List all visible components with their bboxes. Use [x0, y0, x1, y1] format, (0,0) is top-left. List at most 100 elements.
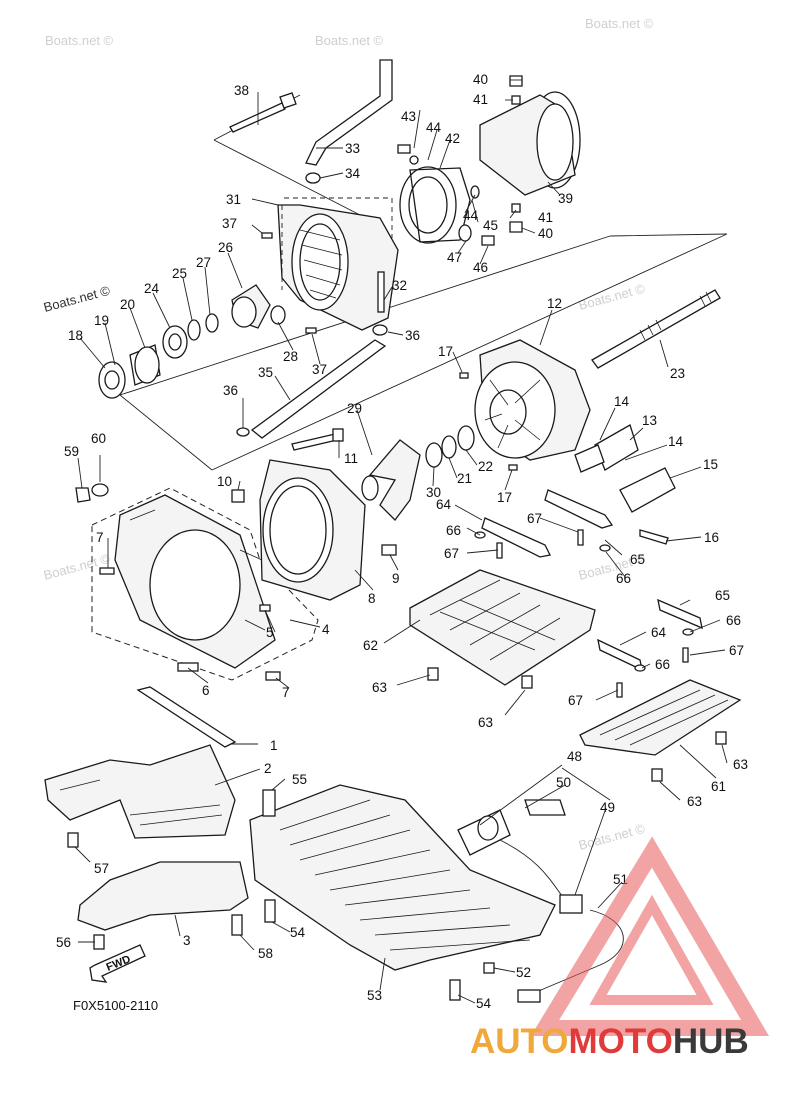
- part-label: 21: [457, 471, 472, 486]
- part-label: 34: [345, 166, 361, 181]
- part-label: 40: [538, 226, 553, 241]
- part-label: 36: [405, 328, 420, 343]
- part-label: 50: [556, 775, 571, 790]
- part-label: 32: [392, 278, 407, 293]
- part-label: 36: [223, 383, 238, 398]
- part-label: 15: [703, 457, 718, 472]
- part-label: 4: [322, 622, 330, 637]
- part-label: 46: [473, 260, 488, 275]
- part-label: 41: [538, 210, 553, 225]
- part-label: 33: [345, 141, 360, 156]
- part-label: 45: [483, 218, 498, 233]
- part-label: 35: [258, 365, 273, 380]
- part-labels: 1 2 3 4 5 6 7 7 8 9 10 11 12 13 14 14 15…: [56, 72, 748, 1011]
- warning-triangle-inner-icon: [589, 894, 714, 1005]
- part-label: 63: [372, 680, 387, 695]
- part-label: 26: [218, 240, 233, 255]
- direction-marker: FWD: [105, 953, 133, 974]
- part-label: 67: [729, 643, 744, 658]
- part-label: 54: [290, 925, 306, 940]
- part-label: 63: [687, 794, 702, 809]
- brand-name: AUTOMOTOHUB: [470, 1022, 749, 1061]
- impeller-housing-group: [291, 289, 721, 559]
- part-label: 43: [401, 109, 416, 124]
- intake-duct-group: [75, 459, 397, 681]
- watermark: Boats.net ©: [577, 281, 647, 313]
- part-label: 30: [426, 485, 441, 500]
- part-label: 65: [715, 588, 730, 603]
- part-label: 29: [347, 401, 362, 416]
- part-label: 37: [312, 362, 327, 377]
- brand-part-moto: MOTO: [569, 1022, 673, 1061]
- part-label: 53: [367, 988, 382, 1003]
- part-label: 13: [642, 413, 657, 428]
- part-label: 38: [234, 83, 249, 98]
- leader-lines: [74, 79, 728, 1004]
- watermark: Boats.net ©: [585, 16, 654, 31]
- part-label: 31: [226, 192, 241, 207]
- watermark: Boats.net ©: [42, 283, 112, 315]
- part-label: 1: [270, 738, 278, 753]
- part-label: 16: [704, 530, 719, 545]
- drawing-code: F0X5100-2110: [73, 998, 158, 1013]
- brand-part-hub: HUB: [673, 1022, 749, 1061]
- part-label: 47: [447, 250, 462, 265]
- part-label: 7: [282, 685, 290, 700]
- part-label: 37: [222, 216, 237, 231]
- part-label: 62: [363, 638, 378, 653]
- part-label: 17: [438, 344, 453, 359]
- part-label: 8: [368, 591, 376, 606]
- part-label: 61: [711, 779, 726, 794]
- part-label: 66: [616, 571, 631, 586]
- part-label: 54: [476, 996, 492, 1011]
- part-label: 67: [527, 511, 542, 526]
- part-label: 3: [183, 933, 191, 948]
- part-label: 52: [516, 965, 531, 980]
- part-label: 48: [567, 749, 582, 764]
- part-label: 67: [568, 693, 583, 708]
- hull-bottom-group: FWD: [44, 686, 624, 1003]
- part-label: 60: [91, 431, 106, 446]
- part-label: 11: [344, 451, 358, 466]
- part-label: 44: [426, 120, 442, 135]
- part-label: 49: [600, 800, 615, 815]
- part-label: 41: [473, 92, 488, 107]
- part-label: 7: [96, 530, 104, 545]
- watermark: Boats.net ©: [315, 33, 384, 48]
- part-label: 63: [733, 757, 748, 772]
- part-label: 40: [473, 72, 488, 87]
- part-label: 56: [56, 935, 71, 950]
- part-label: 57: [94, 861, 109, 876]
- part-label: 17: [497, 490, 512, 505]
- watermark: Boats.net ©: [42, 551, 112, 583]
- part-label: 10: [217, 474, 232, 489]
- part-label: 18: [68, 328, 83, 343]
- part-label: 24: [144, 281, 160, 296]
- part-label: 27: [196, 255, 211, 270]
- part-label: 19: [94, 313, 109, 328]
- brand-part-auto: AUTO: [470, 1022, 569, 1061]
- brand-logo: AUTOMOTOHUB: [470, 836, 769, 1061]
- part-label: 22: [478, 459, 493, 474]
- part-label: 25: [172, 266, 187, 281]
- part-label: 39: [558, 191, 573, 206]
- watermark: Boats.net ©: [45, 33, 114, 48]
- part-label: 66: [726, 613, 741, 628]
- part-label: 23: [670, 366, 685, 381]
- part-label: 44: [463, 208, 479, 223]
- watermark: Boats.net ©: [577, 821, 647, 853]
- part-label: 9: [392, 571, 400, 586]
- part-label: 14: [668, 434, 684, 449]
- part-label: 64: [651, 625, 667, 640]
- part-label: 12: [547, 296, 562, 311]
- part-label: 63: [478, 715, 493, 730]
- part-label: 66: [655, 657, 670, 672]
- part-label: 64: [436, 497, 452, 512]
- part-label: 42: [445, 131, 460, 146]
- warning-triangle-icon: [530, 836, 769, 1036]
- part-label: 2: [264, 761, 272, 776]
- part-label: 65: [630, 552, 645, 567]
- part-label: 6: [202, 683, 210, 698]
- part-label: 14: [614, 394, 630, 409]
